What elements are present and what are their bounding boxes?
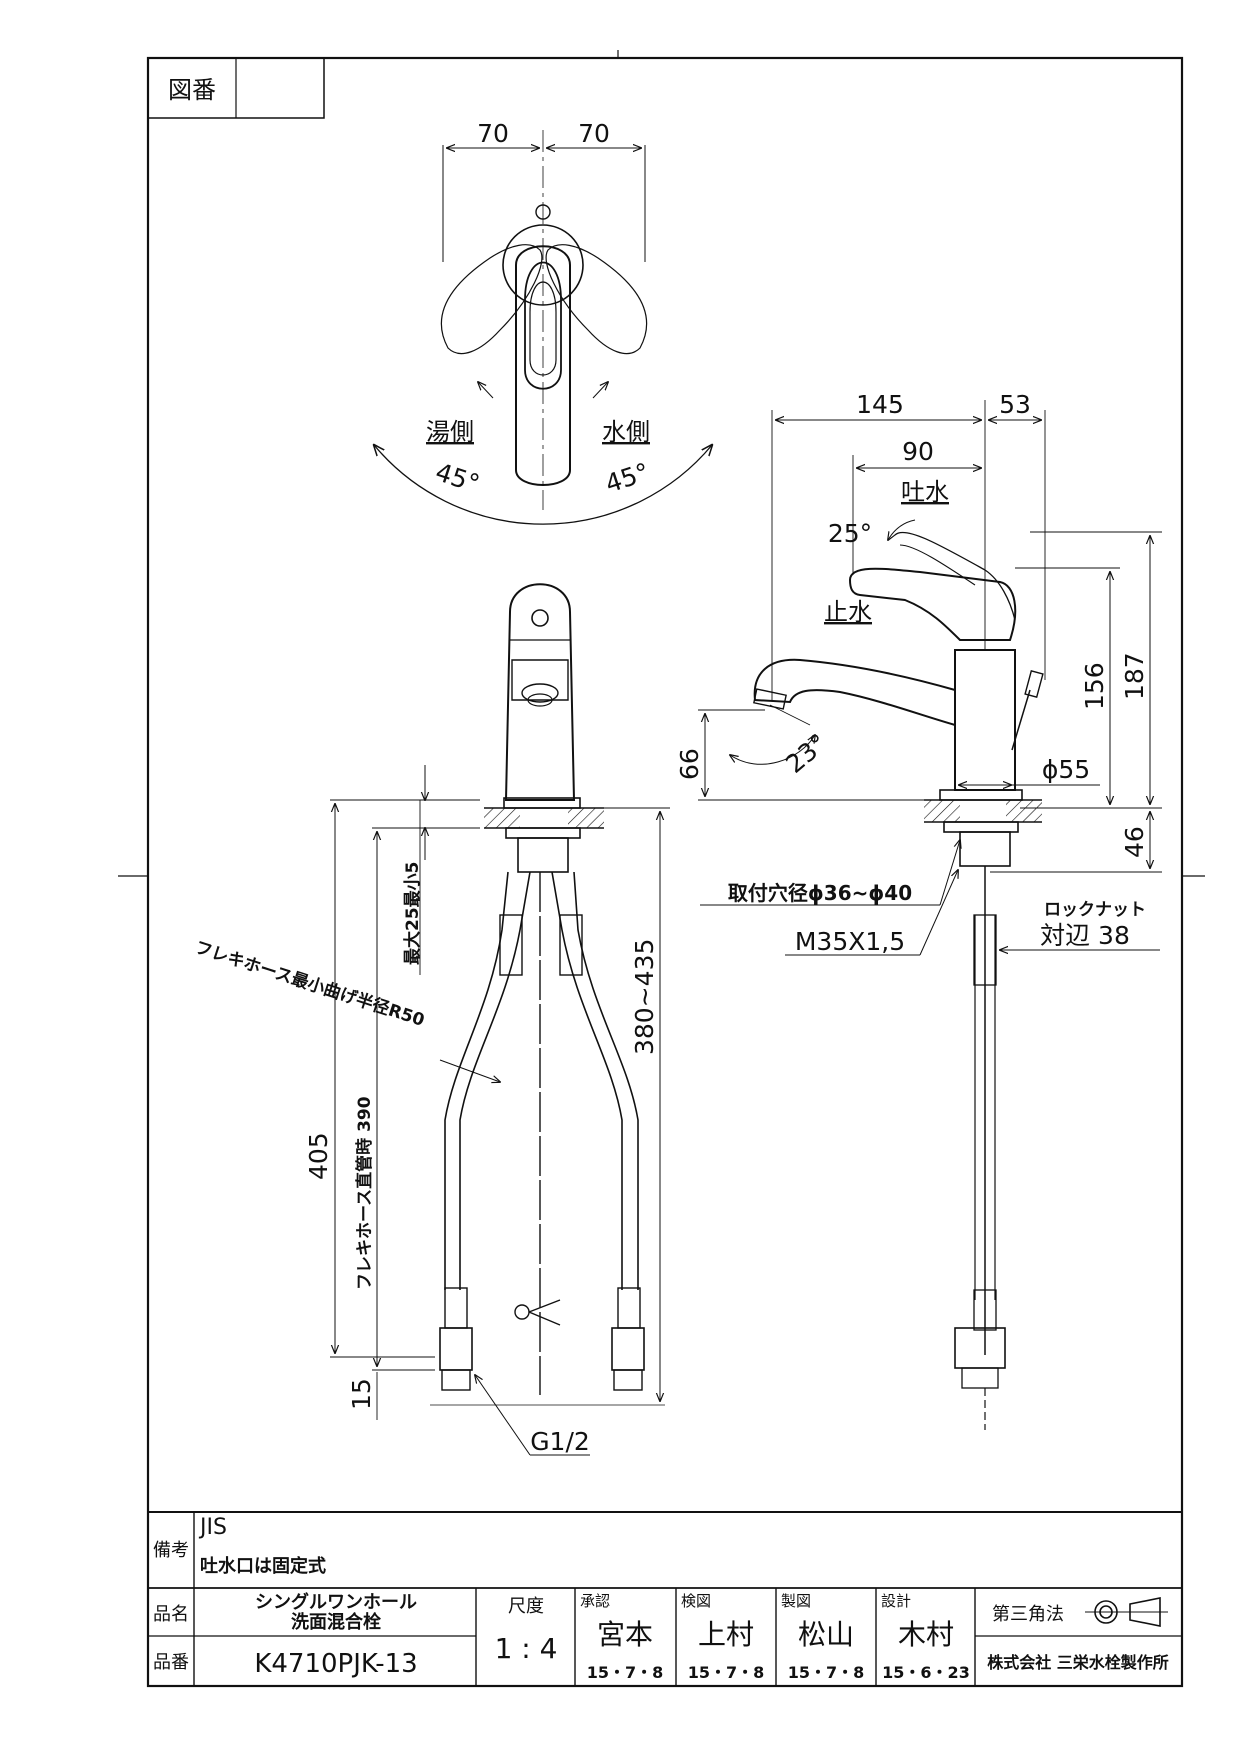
product-number: K4710PJK-13 [254,1649,417,1679]
drawing-number-label: 図番 [168,76,216,104]
design-label: 設計 [881,1592,911,1610]
front-view: 最大25最小5 405 フレキホース直管時 390 380~435 15 フレキ… [192,583,670,1456]
g12-label: G1/2 [530,1427,590,1456]
leader-thread [919,870,958,956]
drawn-date: 15・7・8 [788,1663,865,1682]
angle-25: 25° [828,519,872,548]
dim-53: 53 [999,390,1031,419]
angle-23: 23° [780,728,833,779]
locknut-size: 対辺 38 [1040,921,1130,950]
dim-156: 156 [1080,662,1109,710]
dim-187: 187 [1120,652,1149,700]
dim-380-435: 380~435 [630,939,659,1055]
product-name-line-2: 洗面混合栓 [291,1611,381,1633]
hot-side-label: 湯側 [426,418,474,446]
scale-value: 1 : 4 [495,1632,558,1665]
angle-45-left: 45° [432,457,483,498]
remarks-line-2: 吐水口は固定式 [200,1555,326,1577]
dim-145: 145 [856,390,904,419]
top-view: 70 70 湯側 水側 45° 45° [374,119,712,525]
dia-55: ϕ55 [1042,755,1090,784]
sheet-border [146,56,1184,1688]
approved-date: 15・7・8 [587,1663,664,1682]
dim-46: 46 [1120,826,1149,858]
side-view: 145 53 90 吐水 止水 25° 156 187 46 66 23° ϕ5… [675,390,1162,1430]
name-label: 品名 [153,1604,189,1625]
checked-label: 検図 [681,1592,711,1610]
hose-radius-label: フレキホース最小曲げ半径R50 [192,937,427,1031]
checked-name: 上村 [698,1618,754,1651]
dim-15: 15 [347,1378,376,1410]
remarks-label: 備考 [153,1540,189,1561]
locknut-label: ロックナット [1044,900,1146,920]
product-name-line-1: シングルワンホール [255,1591,417,1613]
third-angle-projection-icon [1085,1597,1168,1627]
drawn-name: 松山 [798,1618,854,1651]
dim-70-left: 70 [477,119,509,148]
dim-70-right: 70 [578,119,610,148]
stop-label: 止水 [824,598,872,626]
design-name: 木村 [898,1618,954,1651]
approved-label: 承認 [580,1592,610,1610]
design-date: 15・6・23 [882,1663,970,1682]
leader-mount-hole [939,840,960,906]
leader-g12 [475,1375,531,1456]
rotation-arc [374,445,712,525]
dim-90: 90 [902,437,934,466]
remarks-line-1: JIS [198,1515,227,1540]
number-label: 品番 [153,1652,189,1673]
dim-66: 66 [675,748,704,780]
thread-label: M35X1,5 [795,927,905,956]
scale-label: 尺度 [508,1596,544,1617]
checked-date: 15・7・8 [688,1663,765,1682]
drawn-label: 製図 [781,1592,811,1610]
approved-name: 宮本 [597,1618,653,1651]
mount-hole-label: 取付穴径ϕ36~ϕ40 [728,881,912,905]
projection-label: 第三角法 [992,1604,1064,1625]
angle-45-right: 45° [602,457,653,498]
dim-max-min: 最大25最小5 [402,862,423,966]
spout-label: 吐水 [901,478,949,506]
dim-405: 405 [304,1132,333,1180]
title-block: 備考 JIS 吐水口は固定式 品名 シングルワンホール 洗面混合栓 品番 K47… [148,1511,1182,1686]
drawing-number-box: 図番 [147,57,325,119]
cold-side-label: 水側 [602,418,650,446]
company-name: 株式会社 三栄水栓製作所 [987,1653,1169,1672]
hose-length-label: フレキホース直管時 390 [354,1096,375,1290]
